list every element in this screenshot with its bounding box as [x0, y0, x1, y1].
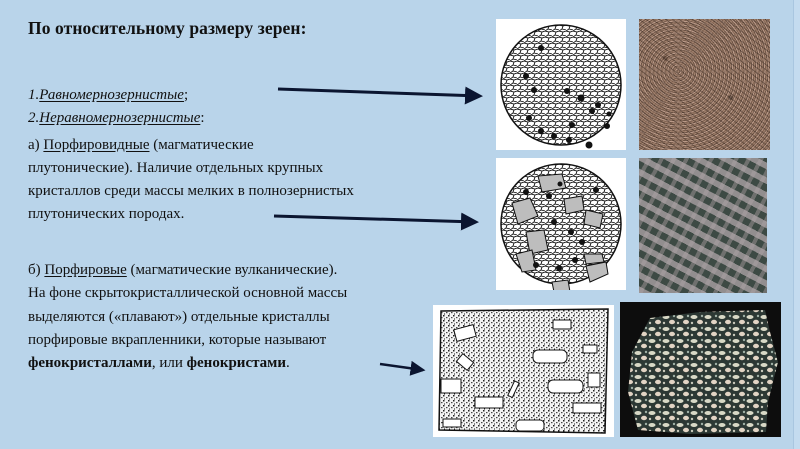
porphyroid-circle-icon: [500, 163, 622, 290]
porphyritic-block-icon: [438, 308, 609, 434]
section-a-text: (магматические: [149, 137, 254, 153]
section-b-prefix: б): [28, 262, 45, 278]
item-number: 1.: [28, 87, 40, 103]
slide-edge: [793, 0, 800, 449]
equigranular-texture-diagram: [496, 19, 626, 150]
item-number: 2.: [28, 110, 40, 126]
item-equigranular: 1.Равномернозернистые;: [28, 86, 188, 104]
term-equigranular: Равномернозернистые: [39, 87, 184, 103]
grain-circle-icon: [500, 24, 622, 149]
term-phenocrysts: фенокристами: [186, 355, 287, 371]
arrow-equigranular-icon: [277, 86, 483, 105]
section-b-line3: выделяются («плавают») отдельные кристал…: [28, 309, 330, 325]
term-phenocrystals: фенокристаллами: [28, 355, 152, 371]
porphyroid-texture-diagram: [496, 158, 626, 290]
porphyroid-rock-photo: [639, 158, 767, 293]
section-a-line2: плутонические). Наличие отдельных крупны…: [28, 160, 324, 176]
slide-title: По относительному размеру зерен:: [28, 18, 307, 38]
item-punct: ;: [183, 87, 189, 103]
rock-sample-icon: [628, 310, 778, 434]
section-b-text: (магматические вулканические).: [126, 262, 338, 278]
equigranular-granite-photo: [639, 19, 770, 150]
section-a-line3: кристаллов среди массы мелких в полнозер…: [28, 183, 354, 199]
section-a-line1: а) Порфировидные (магматические: [28, 136, 254, 154]
section-b-end: .: [286, 355, 290, 371]
section-b-line5: фенокристаллами, или фенокристами.: [28, 354, 290, 372]
arrow-porphyritic-icon: [379, 360, 426, 376]
section-b-conj: , или: [151, 355, 187, 371]
item-inequigranular: 2.Неравномернозернистые:: [28, 109, 205, 127]
term-porphyroid: Порфировидные: [43, 137, 150, 153]
section-b-line2: На фоне скрытокристаллической основной м…: [28, 285, 348, 301]
arrow-porphyroid-icon: [273, 212, 479, 231]
item-punct: :: [200, 110, 205, 126]
section-a-line4: плутонических породах.: [28, 206, 185, 222]
term-inequigranular: Неравномернозернистые: [39, 110, 201, 126]
section-b-line4: порфировые вкрапленники, которые называю…: [28, 332, 327, 348]
term-porphyritic: Порфировые: [44, 262, 127, 278]
section-a-prefix: а): [28, 137, 44, 153]
section-b-line1: б) Порфировые (магматические вулканическ…: [28, 261, 337, 279]
porphyry-rock-photo: [620, 302, 781, 437]
porphyritic-texture-diagram: [433, 305, 614, 437]
